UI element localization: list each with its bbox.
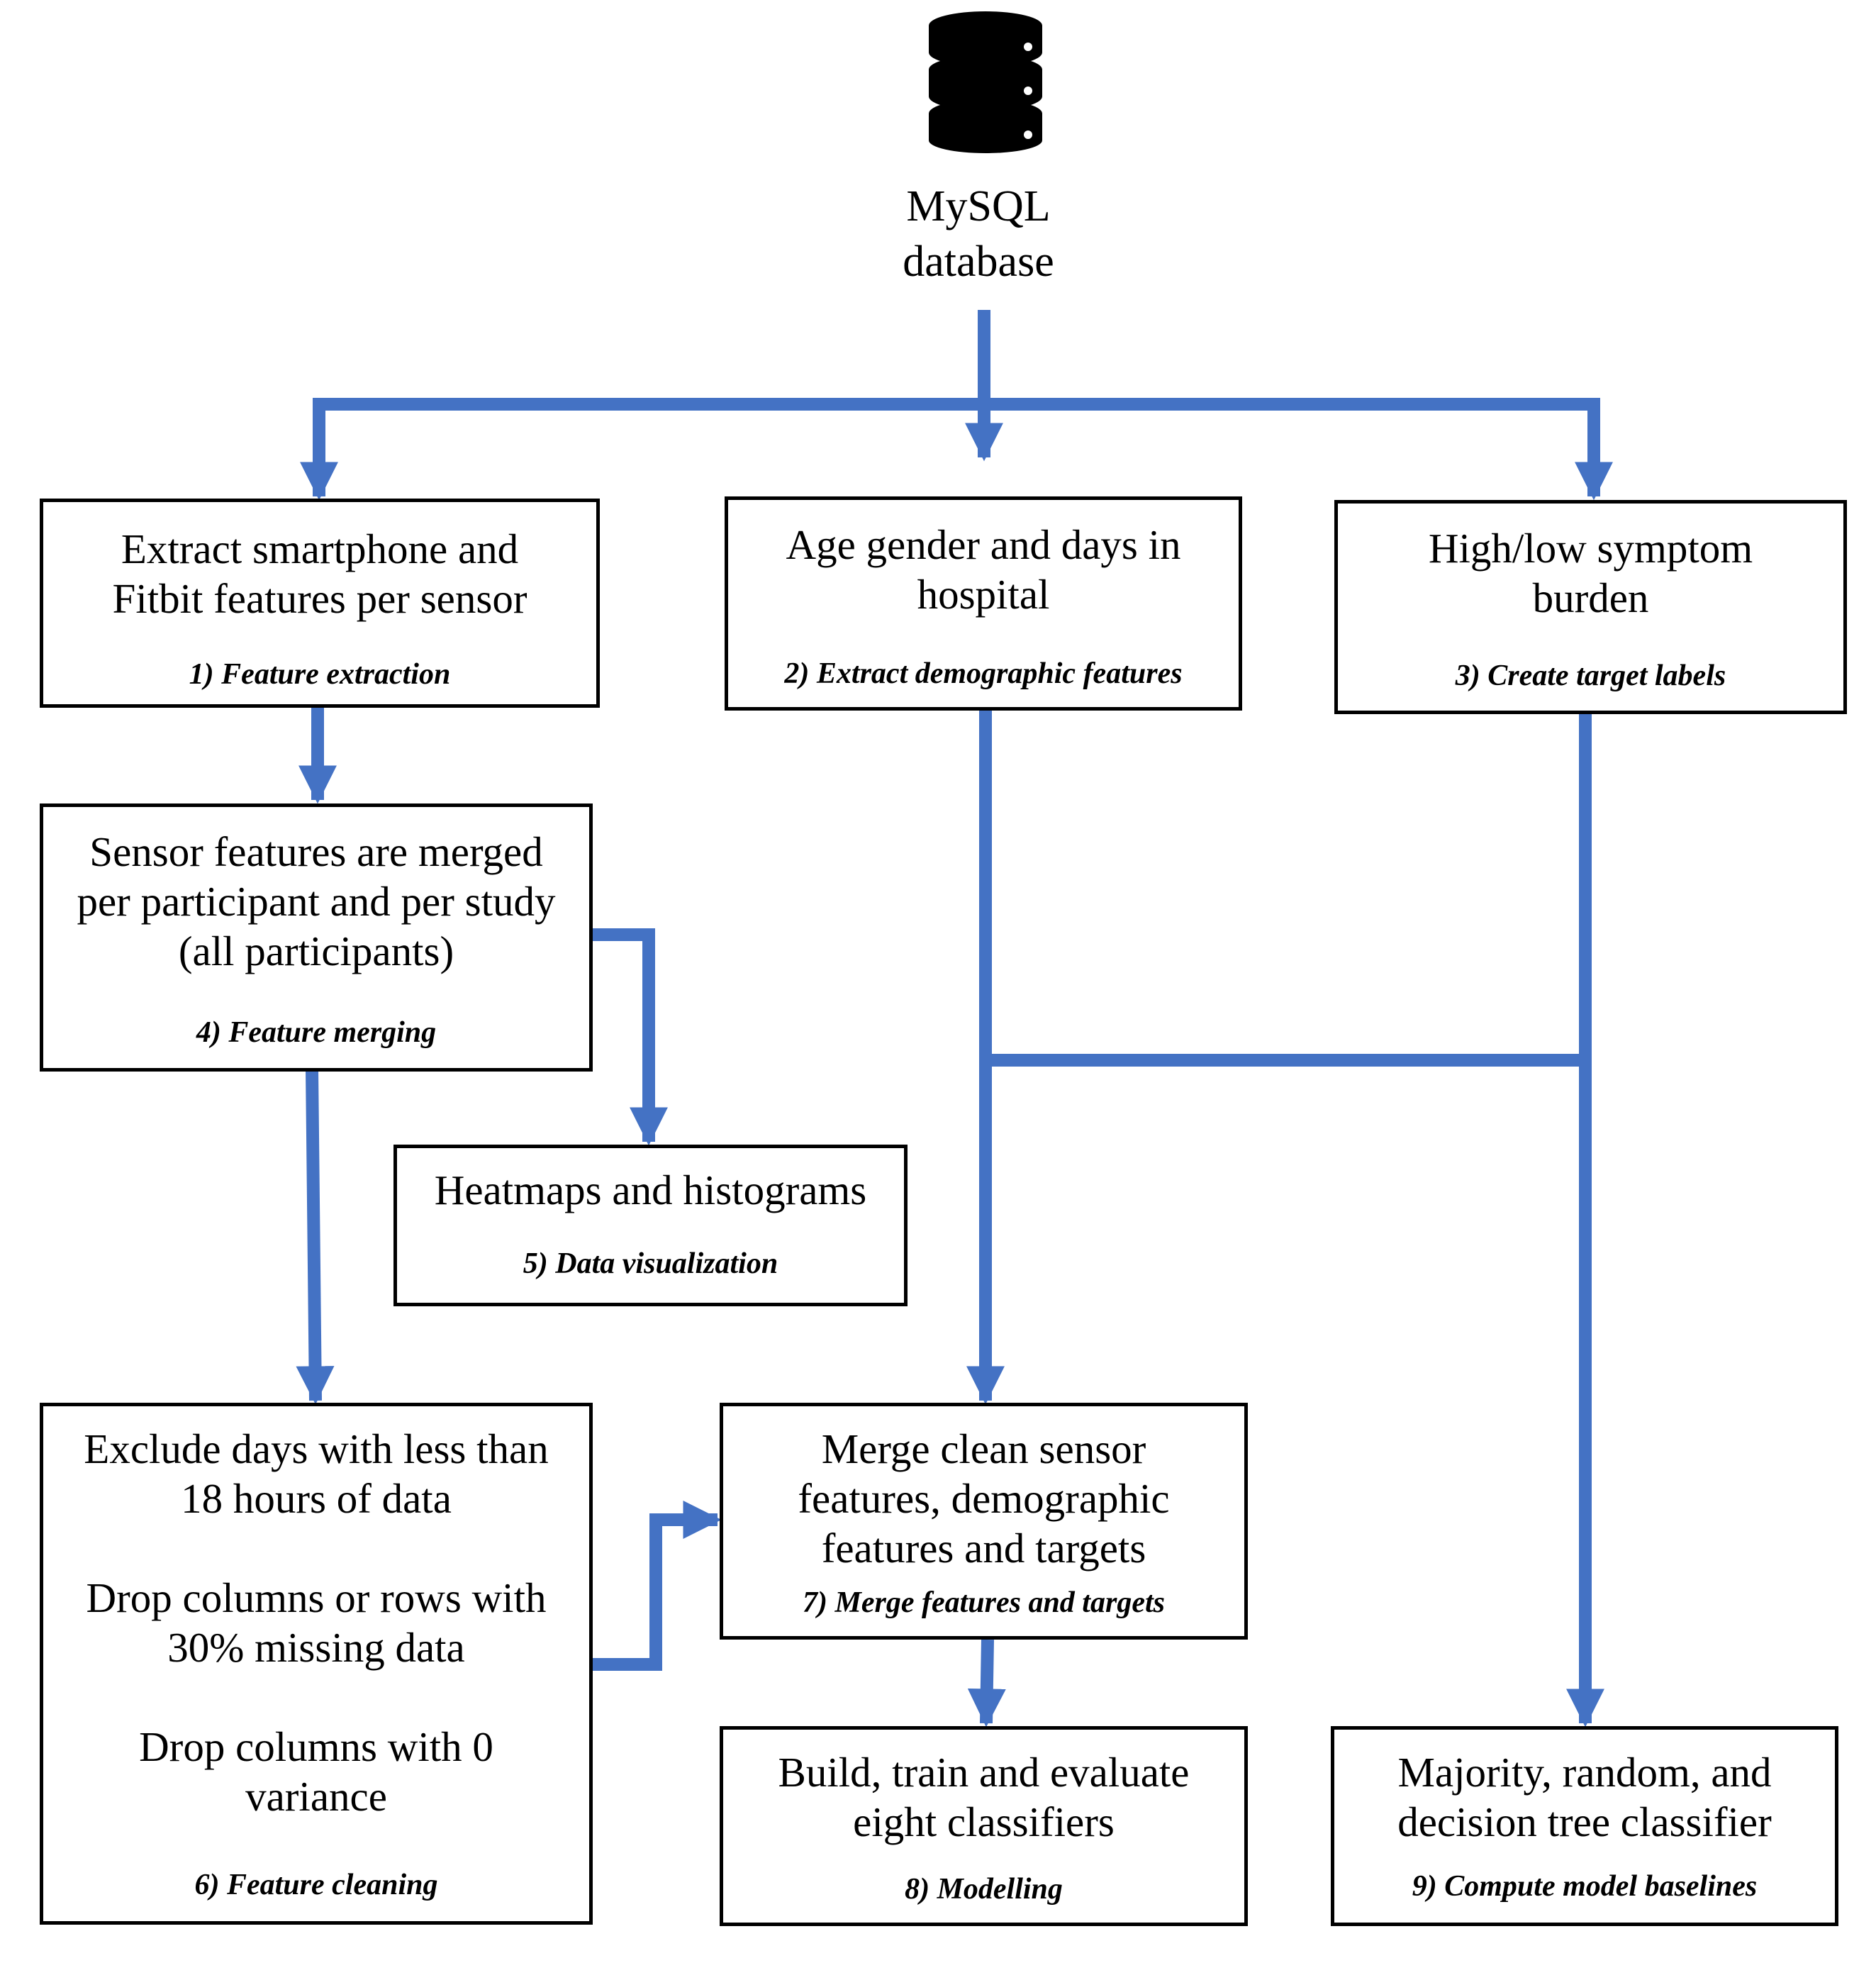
step-label: 3) Create target labels <box>1455 660 1726 692</box>
step-box-feature-merging: Sensor features are merged per participa… <box>40 803 593 1072</box>
step-box-data-visualization: Heatmaps and histograms 5) Data visualiz… <box>393 1145 908 1306</box>
step-text: Age gender and days in hospital <box>786 521 1181 618</box>
edge-s6-to-s7 <box>592 1501 722 1671</box>
edge-s7-to-s8 <box>967 1639 1006 1728</box>
step-label: 5) Data visualization <box>523 1247 778 1280</box>
step-label: 7) Merge features and targets <box>803 1586 1165 1619</box>
step-text: Extract smartphone and Fitbit features p… <box>112 525 527 622</box>
step-text: Heatmaps and histograms <box>434 1167 867 1213</box>
step-text: Exclude days with less than 18 hours of … <box>84 1425 549 1820</box>
step-label: 9) Compute model baselines <box>1412 1870 1758 1903</box>
edge-s4-to-s6 <box>296 1068 335 1405</box>
step-label: 4) Feature merging <box>196 1016 437 1049</box>
edge-s4-to-s5 <box>592 928 668 1146</box>
step-label: 6) Feature cleaning <box>194 1869 438 1901</box>
step-box-target-labels: High/low symptom burden 3) Create target… <box>1334 500 1847 714</box>
step-text: Majority, random, and decision tree clas… <box>1397 1749 1772 1845</box>
step-text: Build, train and evaluate eight classifi… <box>778 1749 1190 1845</box>
database-icon <box>929 11 1042 153</box>
step-box-demographic-features: Age gender and days in hospital 2) Extra… <box>725 496 1242 711</box>
step-label: 1) Feature extraction <box>189 658 451 691</box>
step-text: Merge clean sensor features, demographic… <box>798 1425 1170 1572</box>
step-label: 2) Extract demographic features <box>784 657 1183 690</box>
step-box-model-baselines: Majority, random, and decision tree clas… <box>1331 1726 1838 1926</box>
step-label: 8) Modelling <box>905 1873 1063 1906</box>
step-text: High/low symptom burden <box>1428 525 1753 621</box>
step-box-feature-cleaning: Exclude days with less than 18 hours of … <box>40 1403 593 1925</box>
database-label: MySQL database <box>903 182 1054 286</box>
step-box-feature-extraction: Extract smartphone and Fitbit features p… <box>40 499 600 708</box>
step-box-merge-features-targets: Merge clean sensor features, demographic… <box>720 1403 1248 1640</box>
step-box-modelling: Build, train and evaluate eight classifi… <box>720 1726 1248 1926</box>
step-text: Sensor features are merged per participa… <box>77 828 556 974</box>
